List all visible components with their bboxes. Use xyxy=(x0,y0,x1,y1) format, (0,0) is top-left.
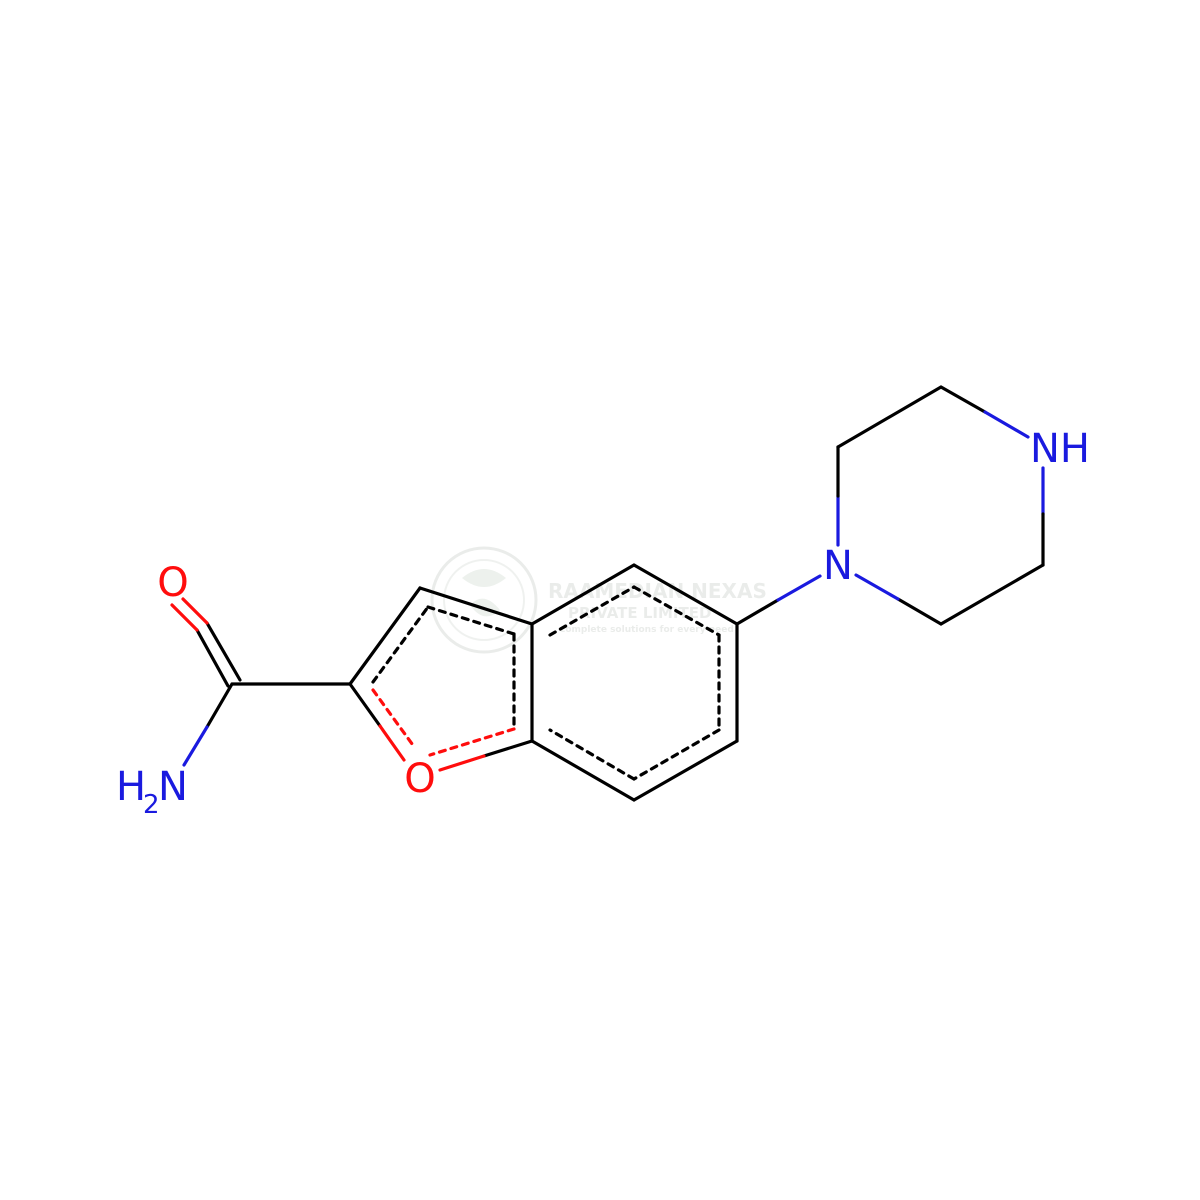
bond-c-nh-upper-blue xyxy=(983,410,1030,439)
bond-c7a-o xyxy=(482,739,534,758)
bond-c6-c7-inner xyxy=(632,728,721,781)
bond-c6-c7 xyxy=(632,739,739,802)
bond-carbonyl-double-b-o xyxy=(170,603,199,632)
watermark-line2: PRIVATE LIMITED xyxy=(568,604,711,622)
bond-o-c2-inner xyxy=(371,688,417,750)
atom-label-amide-h: H xyxy=(116,764,146,810)
atom-labels: O O H 2 N N NH xyxy=(116,426,1090,820)
bond-carbonyl-double-a xyxy=(205,621,242,682)
watermark-logo-icon xyxy=(430,546,538,654)
bond-c3-c3a-inner xyxy=(426,605,516,636)
bond-c7-c7a xyxy=(530,739,636,802)
bond-carbonyl-double-a-o xyxy=(181,597,209,625)
bond-amide-cn-n xyxy=(182,725,209,767)
atom-label-piperazine-nh: NH xyxy=(1030,426,1090,472)
atom-label-ring-oxygen: O xyxy=(404,756,435,802)
bond-c-n1-lower xyxy=(896,597,943,626)
atom-label-amide-h-count: 2 xyxy=(143,790,160,820)
bond-c7a-o-red xyxy=(438,754,486,772)
bond-c5-n-blue xyxy=(776,574,822,602)
bonds xyxy=(170,385,1045,802)
watermark-line3: complete solutions for every need xyxy=(560,625,734,635)
bond-amide-cn xyxy=(205,682,234,729)
atom-label-amide-nitrogen: N xyxy=(158,764,188,810)
bond-c7a-o-inner xyxy=(428,727,516,757)
watermark: RAAMEDIAN NEXAS PRIVATE LIMITED complete… xyxy=(430,546,767,654)
bond-c7-c7a-inner xyxy=(548,728,636,781)
bond-c5-n xyxy=(735,598,780,626)
bond-c-c-upper-left xyxy=(836,385,943,449)
bond-o-c2-red xyxy=(378,724,406,762)
bond-c2-c3-inner xyxy=(371,605,430,684)
atom-label-piperazine-n1: N xyxy=(823,543,853,589)
bond-c3a-c4 xyxy=(530,563,636,626)
bond-c4-c5-inner xyxy=(632,585,721,637)
bond-c-c-lower-right xyxy=(939,563,1045,626)
bond-c3-c3a xyxy=(418,586,534,626)
bond-c2-c3 xyxy=(348,586,422,686)
atom-label-carbonyl-oxygen: O xyxy=(157,560,188,606)
bond-c4-c5 xyxy=(632,563,739,626)
bond-c-nh-upper xyxy=(939,385,987,414)
bond-o-c2 xyxy=(348,682,382,728)
bond-carbonyl-double-b xyxy=(195,628,230,688)
bond-c3a-c4-inner xyxy=(548,585,636,637)
bond-c-n1-lower-blue xyxy=(854,573,900,601)
